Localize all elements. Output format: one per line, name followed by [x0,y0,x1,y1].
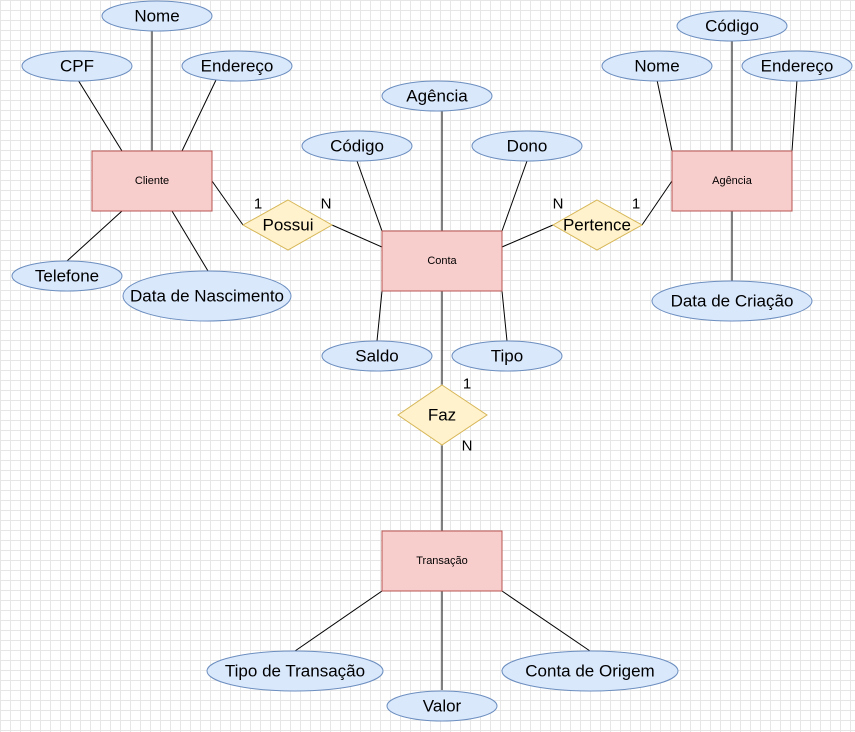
cardinality-pertence-conta: N [553,196,564,213]
attribute-label: Valor [423,697,462,716]
edge-cliente-nascimento [171,210,209,272]
attribute-transacao-valor[interactable]: Valor [386,690,498,722]
entity-label: Agência [712,175,753,187]
attribute-label: Nome [134,7,179,26]
attribute-cliente-endereco[interactable]: Endereço [181,50,293,82]
edge-conta-codigo [356,160,383,232]
attribute-conta-dono[interactable]: Dono [471,130,583,162]
edge-transacao-origem [501,590,591,652]
attribute-label: Endereço [201,57,274,76]
entity-conta[interactable]: Conta [381,230,503,292]
attribute-label: Data de Criação [671,292,794,311]
attribute-conta-agencia[interactable]: Agência [381,80,493,112]
entity-label: Cliente [135,175,169,187]
attribute-label: Código [330,137,384,156]
entity-agencia[interactable]: Agência [671,150,793,212]
edge-cliente-endereco [181,79,217,152]
attribute-cliente-data-nascimento[interactable]: Data de Nascimento [122,270,292,322]
attribute-label: Nome [634,57,679,76]
edge-pertence-agencia [641,180,673,226]
attribute-label: Data de Nascimento [130,287,284,306]
attribute-cliente-cpf[interactable]: CPF [21,50,133,82]
relationship-label: Possui [262,216,313,235]
attribute-agencia-endereco[interactable]: Endereço [741,50,853,82]
attribute-conta-codigo[interactable]: Código [301,130,413,162]
cardinality-possui-cliente: 1 [254,196,262,213]
cardinality-possui-conta: N [321,196,332,213]
entity-label: Transação [416,555,468,567]
attribute-label: CPF [60,57,94,76]
edge-conta-pertence [501,224,554,248]
edge-cliente-telefone [66,210,123,262]
attribute-transacao-tipo[interactable]: Tipo de Transação [206,650,384,692]
attribute-agencia-data-criacao[interactable]: Data de Criação [651,280,813,322]
attribute-agencia-nome[interactable]: Nome [601,50,713,82]
cardinality-pertence-agencia: 1 [632,196,640,213]
connector-lines [66,30,798,690]
edge-agencia-nome [656,79,673,152]
attribute-label: Saldo [355,347,398,366]
attribute-label: Código [705,17,759,36]
cardinality-faz-conta: 1 [463,376,471,393]
relationship-label: Faz [428,406,456,425]
attribute-cliente-nome[interactable]: Nome [101,0,213,32]
edge-cliente-cpf [77,79,123,152]
edge-transacao-tipo [294,590,383,652]
cardinality-faz-transacao: N [462,438,473,455]
edge-possui-conta [331,224,383,248]
edge-conta-tipo [501,290,508,342]
attribute-agencia-codigo[interactable]: Código [676,10,788,42]
attribute-label: Dono [507,137,548,156]
entity-label: Conta [427,255,457,267]
attribute-cliente-telefone[interactable]: Telefone [11,260,123,292]
attribute-label: Tipo [491,347,523,366]
attribute-label: Agência [406,87,468,106]
entity-transacao[interactable]: Transação [381,530,503,592]
relationship-possui[interactable]: Possui [241,199,334,251]
relationship-faz[interactable]: Faz [397,384,488,446]
attribute-conta-tipo[interactable]: Tipo [451,340,563,372]
relationship-pertence[interactable]: Pertence [551,199,644,251]
entity-cliente[interactable]: Cliente [91,150,213,212]
edge-agencia-endereco [791,79,798,152]
edge-conta-dono [501,160,528,232]
attribute-conta-saldo[interactable]: Saldo [321,340,433,372]
edge-cliente-possui [211,180,244,226]
attribute-label: Tipo de Transação [225,662,365,681]
edge-conta-saldo [376,290,383,342]
attribute-label: Conta de Origem [525,662,654,681]
relationship-label: Pertence [563,216,631,235]
attribute-label: Endereço [761,57,834,76]
attribute-transacao-conta-origem[interactable]: Conta de Origem [501,650,679,692]
attribute-label: Telefone [35,267,99,286]
